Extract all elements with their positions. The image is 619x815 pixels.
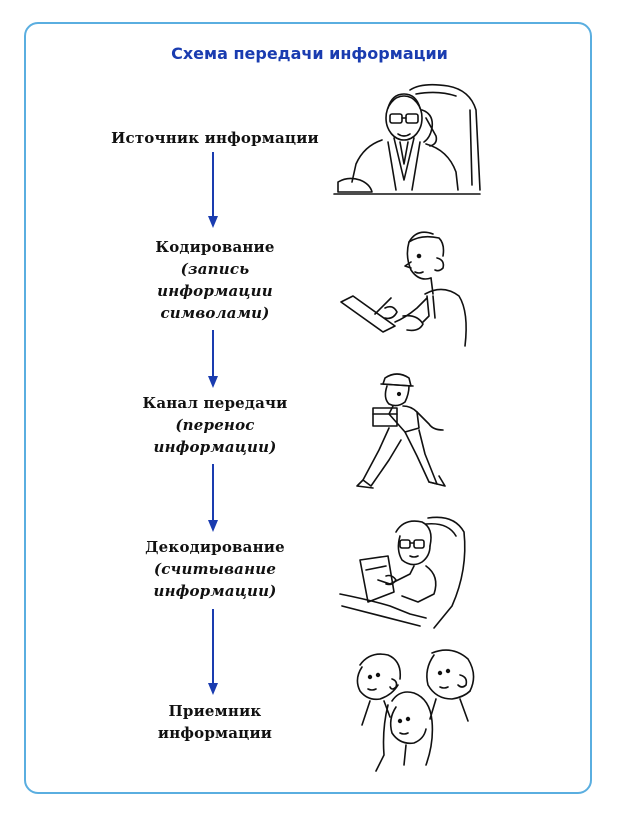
step-channel-note-1: (перенос [175,416,255,434]
man-on-phone-icon [333,83,481,195]
courier-walking-icon [356,373,446,489]
arrow-down-icon [208,152,218,228]
step-channel-label: Канал передачи [142,394,288,412]
step-encoding-note-2: информации [157,282,273,300]
step-encoding-label: Кодирование [155,238,275,256]
step-encoding-note-1: (запись [180,260,250,278]
step-encoding: Кодирование (запись информации символами… [85,236,345,324]
arrow-down-icon [208,609,218,695]
step-decoding-note-2: информации) [153,582,277,600]
woman-reading-icon [339,516,466,629]
step-decoding: Декодирование (считывание информации) [85,536,345,602]
diagram-title: Схема передачи информации [171,44,448,63]
step-encoding-note-3: символами) [160,304,270,322]
step-decoding-label: Декодирование [145,538,285,556]
diagram-frame [24,22,592,794]
people-listening-icon [356,649,475,772]
step-source: Источник информации [85,127,345,149]
arrow-down-icon [208,330,218,388]
step-channel-note-2: информации) [153,438,277,456]
step-channel: Канал передачи (перенос информации) [85,392,345,458]
step-decoding-note-1: (считывание [153,560,277,578]
man-writing-icon [340,231,467,347]
arrow-down-icon [208,464,218,532]
step-receiver-label: Приемник [168,702,262,720]
step-source-label: Источник информации [111,129,319,147]
step-receiver-label-2: информации [157,724,273,742]
step-receiver: Приемник информации [85,700,345,744]
